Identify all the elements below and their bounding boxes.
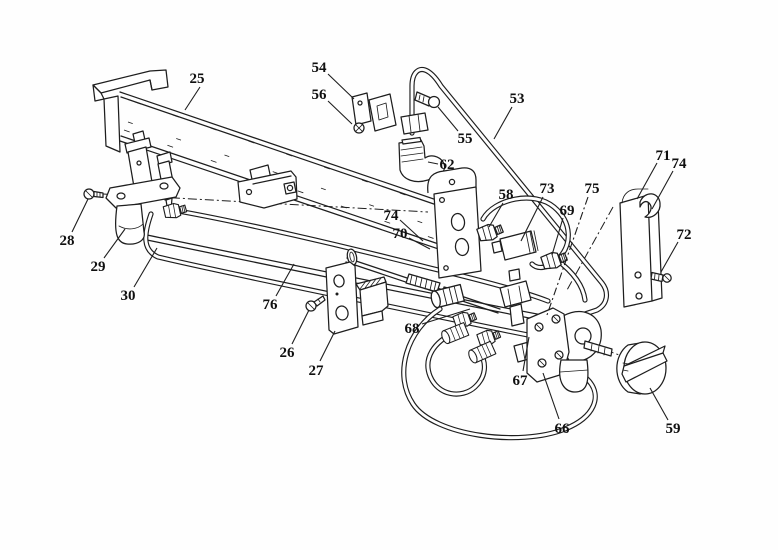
callout-leader-53 [493, 106, 513, 140]
callout-label-69: 69 [560, 203, 575, 219]
callout-leader-27 [319, 330, 336, 362]
callout-label-73: 73 [540, 181, 555, 197]
callout-leader-69 [551, 217, 564, 256]
callout-leader-25 [184, 86, 201, 111]
callout-leader-28 [71, 198, 89, 233]
bolt-55 [414, 91, 441, 109]
callout-leader-62 [427, 161, 439, 165]
bolt-holes [534, 314, 564, 368]
callout-leader-58 [488, 202, 504, 228]
callout-label-30: 30 [121, 288, 136, 304]
clamp-bracket-27 [325, 261, 389, 335]
callout-label-74: 74 [384, 208, 400, 224]
screw-72 [650, 271, 672, 283]
callout-leader-74 [651, 170, 674, 210]
callout-label-56: 56 [312, 87, 328, 103]
callout-leader-26 [291, 309, 310, 345]
tube-nut [400, 112, 429, 135]
tube-clip-54 [351, 92, 397, 132]
callout-label-58: 58 [499, 187, 514, 203]
callout-label-74: 74 [672, 156, 688, 172]
screw-26 [305, 295, 326, 312]
callout-label-66: 66 [555, 421, 571, 437]
callout-leader-59 [649, 387, 669, 421]
elbow-fitting-62 [398, 136, 446, 183]
callout-leader-56 [327, 100, 353, 125]
cross-fitting [499, 268, 532, 327]
beam-clamp-bracket [237, 164, 298, 209]
callout-label-75: 75 [585, 181, 600, 197]
callout-leader-73 [520, 196, 544, 242]
callout-label-68: 68 [405, 321, 420, 337]
callout-leader-76 [275, 263, 295, 297]
callout-leader-72 [660, 241, 679, 273]
callout-leader-68 [421, 308, 471, 325]
clip-74 [639, 193, 661, 218]
bent-tube-53 [409, 66, 609, 318]
callout-label-25: 25 [190, 71, 205, 87]
callout-leader-74 [399, 219, 424, 242]
callout-label-27: 27 [309, 363, 325, 379]
knob-59 [616, 341, 668, 395]
callout-label-29: 29 [91, 259, 106, 275]
valve-66-67 [526, 307, 613, 393]
callout-leader-75 [546, 196, 589, 316]
callout-label-55: 55 [458, 131, 473, 147]
callout-label-67: 67 [513, 373, 529, 389]
callout-label-71: 71 [656, 148, 671, 164]
callout-label-54: 54 [312, 60, 328, 76]
callout-label-28: 28 [60, 233, 75, 249]
callout-layer: 25 26 27 28 29 30 53 54 55 56 58 59 62 66 67 68 69 70 71 72… [60, 60, 692, 437]
callout-leader-71 [636, 162, 658, 200]
left-valve-assembly [105, 130, 188, 245]
callout-leader-54 [327, 73, 355, 100]
callout-leader-70 [408, 237, 431, 250]
callout-label-59: 59 [666, 421, 681, 437]
callout-leader-29 [103, 228, 126, 259]
screw-28 [83, 188, 104, 200]
callout-label-26: 26 [280, 345, 296, 361]
valve-pin [583, 340, 613, 357]
channel-bracket-71 [619, 188, 663, 308]
lower-hose [143, 211, 551, 342]
callout-leader-30 [133, 247, 158, 288]
valve-73 [491, 230, 539, 261]
callout-label-53: 53 [510, 91, 525, 107]
callout-label-70: 70 [393, 226, 408, 242]
callout-label-76: 76 [263, 297, 279, 313]
screw-56 [353, 122, 365, 134]
callout-label-62: 62 [440, 157, 455, 173]
callout-leader-66 [542, 372, 560, 420]
callout-label-72: 72 [677, 227, 692, 243]
callout-leader-67 [522, 336, 530, 372]
frame-beam [92, 69, 469, 260]
end-plate [427, 167, 482, 279]
callout-leader-55 [437, 106, 459, 132]
